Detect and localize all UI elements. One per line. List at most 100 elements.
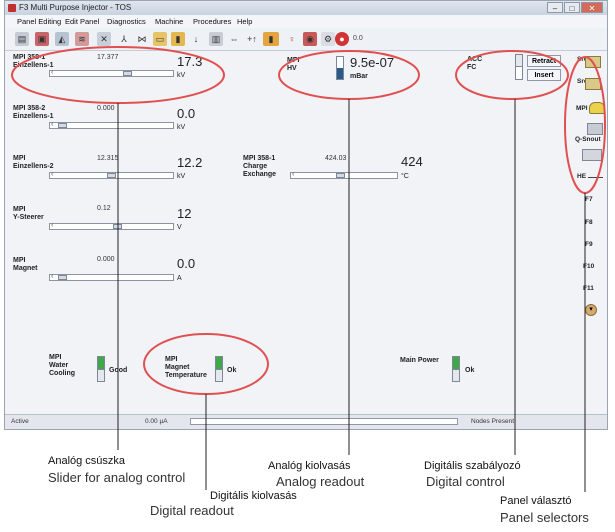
alarm-icon[interactable]: ◉ [303,32,317,46]
fc-toggle[interactable] [515,54,523,80]
annotation-readout-en: Analog readout [276,474,365,489]
analog-slider-2[interactable]: ‹ [49,121,174,129]
analog-unit-5: A [177,275,182,282]
warning-icon[interactable]: ♀ [288,34,296,44]
plus-icon[interactable]: +↑ [247,34,257,44]
analog-unit-1: kV [177,72,186,79]
arrow-icon[interactable]: ▥ [209,32,223,46]
digital-name-2: Magnet Temperature [165,364,207,379]
slider-thumb-4[interactable] [112,224,122,229]
annotation-control-en: Digital control [426,474,505,489]
slider-thumb-3[interactable] [107,173,117,178]
toolbar: ▤ ▣ ◭ ≋ ✕ ⅄ ⋈ ▭ ▮ ↓ ▥ ⇔ +↑ ▮ ♀ ◉ ⚙ ● 0.0 [5,28,607,51]
panel-f7[interactable]: F7 [585,196,593,203]
analog-slider-5[interactable]: ‹ [49,273,174,281]
q-snout-icon[interactable] [587,123,603,135]
annotation-panel-hu: Panel választó [500,495,572,507]
analog-readback-4: 12 [177,206,192,221]
menu-edit-panel[interactable]: Edit Panel [65,17,100,26]
digital-device-1: MPI [49,354,62,361]
water-cooling-indicator [97,356,105,382]
chart-icon[interactable]: ◭ [55,32,69,46]
analog-slider-3[interactable]: ‹ [49,171,174,179]
application-window: F3 Multi Purpose Injector - TOS – □ ✕ Pa… [4,0,608,430]
minimize-button[interactable]: – [547,2,563,13]
maximize-button[interactable]: □ [564,2,580,13]
digital-state-2: Ok [227,367,237,374]
charge-device: MPI 358-1 [243,155,276,162]
panel-f10[interactable]: F10 [583,263,595,270]
digital-device-3: Main Power [400,357,439,364]
beam-icon[interactable]: ⋈ [137,34,147,44]
slider-thumb-2[interactable] [58,123,67,128]
title-bar: F3 Multi Purpose Injector - TOS – □ ✕ [5,1,607,15]
menu-help[interactable]: Help [237,17,253,26]
tools-icon[interactable]: ✕ [97,32,111,46]
control-ellipse [455,50,569,100]
selector-icon[interactable] [582,149,602,161]
layers-icon[interactable]: ≋ [75,32,89,46]
battery-icon[interactable]: ▮ [171,32,185,46]
save-icon[interactable]: ▣ [35,32,49,46]
analog-name-3: Einzellens-2 [13,163,54,170]
analog-unit-4: V [177,224,182,231]
play-icon[interactable]: ↓ [193,34,199,44]
panel-ellipse [564,56,606,194]
menu-machine[interactable]: Machine [155,17,184,26]
charge-name: Charge Exchange [243,163,277,178]
acc-device: ACC [467,56,483,63]
insert-button[interactable]: Insert [527,69,561,81]
analog-readback-2: 0.0 [177,106,196,121]
branch-icon[interactable]: ⅄ [121,34,127,44]
analog-readback-1: 17.3 [177,54,203,69]
annotation-digital-readout-en: Digital readout [150,503,234,518]
stop-icon[interactable]: ● [335,32,349,46]
status-bar: Active 0.00 µA Nodes Present [5,414,607,429]
hv-value: 9.5e-07 [350,55,395,70]
annotation-panel-en: Panel selectors [500,510,589,525]
menu-panel-editing[interactable]: Panel Editing [17,17,62,26]
panel-f9[interactable]: F9 [585,241,593,248]
annotation-slider-hu: Analóg csúszka [48,455,126,467]
analog-readback-5: 0.0 [177,256,196,271]
analog-device-3: MPI [13,155,26,162]
panel-q-snout-label[interactable]: Q-Snout [575,136,601,143]
panel-f8[interactable]: F8 [585,219,593,226]
charge-slider[interactable]: ‹ [290,171,398,179]
analog-unit-3: kV [177,173,186,180]
analog-slider-4[interactable]: ‹ [49,222,174,230]
digital-readout-ellipse [143,333,269,395]
digital-device-2: MPI [165,356,178,363]
digital-name-1: Water Cooling [49,362,76,377]
bell-icon[interactable]: ▮ [263,32,279,46]
file-icon[interactable]: ▤ [15,32,29,46]
panel-f11[interactable]: F11 [583,285,594,292]
edit-icon[interactable]: ▭ [153,32,167,46]
analog-readback-3: 12.2 [177,155,203,170]
magnet-temp-indicator [215,356,223,382]
status-progress [190,418,458,425]
panel-src2-label[interactable]: Src 2 [577,78,593,85]
analog-slider-1[interactable]: ‹ [49,69,174,77]
analog-name-2: Einzellens-1 [13,113,54,120]
charge-slider-thumb[interactable] [335,173,345,178]
gear-icon[interactable]: ⚙ [321,32,335,46]
analog-setpoint-3: 12.315 [97,155,119,162]
panel-mpi-label[interactable]: MPI [576,105,588,112]
panel-he-label[interactable]: HE [577,173,587,180]
close-button[interactable]: ✕ [581,2,603,13]
move-icon[interactable]: ⇔ [229,34,239,44]
analog-name-5: Magnet [13,265,38,272]
annotation-readout-hu: Analóg kiolvasás [268,460,351,472]
menu-bar: Panel Editing Edit Panel Diagnostics Mac… [5,15,607,28]
menu-procedures[interactable]: Procedures [193,17,232,26]
menu-diagnostics[interactable]: Diagnostics [107,17,146,26]
charge-readback: 424 [401,154,423,169]
panel-src1-label[interactable]: Src 1 [577,56,593,63]
slider-thumb-5[interactable] [58,275,67,280]
status-nodes: Nodes Present [471,418,514,425]
slider-ellipse [11,46,225,104]
hv-bar [336,56,344,80]
analog-unit-2: kV [177,124,186,131]
slider-thumb-1[interactable] [123,71,133,76]
